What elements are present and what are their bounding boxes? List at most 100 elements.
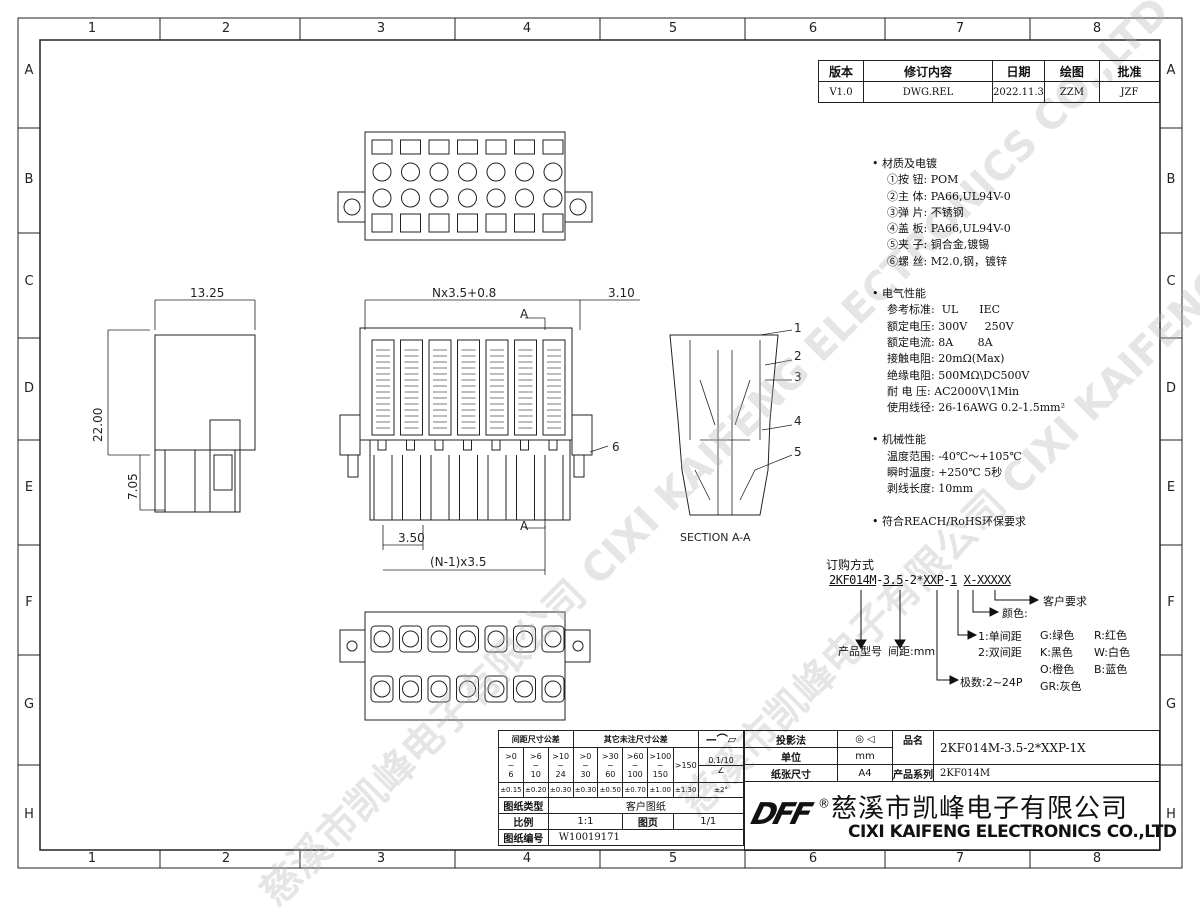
bottom-hole <box>513 675 536 703</box>
code-part: 3.5 <box>882 573 904 587</box>
rev-header: 日期 <box>992 60 1045 82</box>
color-option: R:红色 <box>1094 629 1128 642</box>
front-view-body <box>359 327 573 441</box>
page-label: 图页 <box>622 813 674 830</box>
range: >0 ~ 30 <box>572 747 599 783</box>
material-line: ②主 体: PA66,UL94V-0 <box>887 189 1011 203</box>
bottom-view-body <box>364 611 566 721</box>
button <box>371 339 395 436</box>
row-marker: C <box>1166 274 1175 289</box>
wire-hole <box>458 188 477 208</box>
button <box>400 339 423 436</box>
bottom-hole <box>399 625 422 653</box>
order-title: 订购方式 <box>826 558 875 572</box>
color-option: B:蓝色 <box>1094 663 1128 676</box>
code-part: -2* <box>903 573 924 587</box>
electrical-line: 参考标准: UL IEC <box>887 303 1001 317</box>
range: >30 ~ 60 <box>597 747 624 783</box>
section-label: SECTION A-A <box>680 531 751 544</box>
rev-header: 批准 <box>1098 60 1161 82</box>
tol: ±0.70 <box>622 782 649 798</box>
code-part: XXP <box>923 573 944 587</box>
material-line: ④盖 板: PA66,UL94V-0 <box>887 222 1011 236</box>
top-view-flange <box>564 191 593 223</box>
column-marker: 6 <box>809 851 817 866</box>
bottom-hole <box>427 675 451 703</box>
angle-tol: ±2° <box>698 782 744 798</box>
bottom-hole <box>427 625 451 653</box>
wire-hole <box>401 162 420 182</box>
color-option: K:黑色 <box>1040 646 1073 659</box>
series-label: 产品系列 <box>892 764 934 782</box>
row-marker: B <box>1167 172 1176 187</box>
row-marker: E <box>25 480 33 495</box>
wire-hole <box>429 188 449 208</box>
materials-title: • 材质及电镀 <box>872 157 937 170</box>
dim-3-50: 3.50 <box>398 531 425 545</box>
row-marker: B <box>25 172 34 187</box>
dim-nx35: Nx3.5+0.8 <box>432 286 496 300</box>
wire-hole <box>543 188 563 208</box>
compliance-note: • 符合REACH/RoHS环保要求 <box>872 514 1026 528</box>
tolerance-table: 间距尺寸公差其它未注尺寸公差—⌒▱ >0 ~ 6>6 ~ 10>10 ~ 24 … <box>498 730 745 846</box>
column-marker: 2 <box>222 851 230 866</box>
code-part: - <box>970 573 978 587</box>
column-marker: 2 <box>222 21 230 36</box>
mechanical-line: 瞬时温度: +250℃ 5秒 <box>887 466 1003 480</box>
flatness: 0.1/10 <box>708 755 734 765</box>
top-view-flange <box>337 191 366 223</box>
wire-hole <box>515 188 534 208</box>
company-logo: DFF <box>747 797 814 832</box>
tol: ±0.30 <box>572 782 599 798</box>
wire-hole <box>429 162 449 182</box>
column-marker: 8 <box>1093 21 1101 36</box>
code-part: 2KF014M <box>829 573 877 587</box>
tol: ±1.00 <box>647 782 674 798</box>
product-series: 2KF014M <box>933 764 1160 782</box>
spacing-single: 1:单间距 <box>978 630 1022 643</box>
column-marker: 4 <box>523 21 531 36</box>
range: >150 <box>672 747 699 783</box>
bottom-hole <box>456 675 479 703</box>
code-part: 1 <box>950 573 957 587</box>
tol: ±1.30 <box>672 782 699 798</box>
wire-hole <box>486 162 506 182</box>
column-marker: 8 <box>1093 851 1101 866</box>
number-label: 图纸编号 <box>498 829 549 846</box>
bottom-hole <box>484 675 508 703</box>
range: >10 ~ 24 <box>547 747 574 783</box>
bottom-hole <box>541 625 565 653</box>
rev-date: 2022.11.3 <box>992 81 1045 103</box>
scale: 1:1 <box>547 813 624 830</box>
rev-header: 版本 <box>818 60 864 82</box>
type-label: 图纸类型 <box>498 797 549 814</box>
rev-header: 修订内容 <box>863 60 993 82</box>
unit-label: 单位 <box>744 747 838 765</box>
column-marker: 1 <box>88 851 96 866</box>
code-part: X <box>963 573 971 587</box>
callout-5: 5 <box>794 445 802 459</box>
bottom-hole <box>370 675 394 703</box>
section-view-outline <box>669 334 779 516</box>
rev-content: DWG.REL <box>863 81 993 103</box>
section-mark-top: A <box>520 307 529 321</box>
wire-hole <box>372 162 392 182</box>
section-mark-bottom: A <box>520 519 529 533</box>
pitch-tol-label: 间距尺寸公差 <box>498 730 574 748</box>
tol: ±0.30 <box>547 782 574 798</box>
column-marker: 7 <box>956 851 964 866</box>
poles: 极数:2~24P <box>960 676 1023 689</box>
dim-13-25: 13.25 <box>190 286 224 300</box>
row-marker: F <box>25 595 32 610</box>
code-part: - <box>943 573 951 587</box>
button <box>457 339 480 436</box>
pitch: 间距:mm <box>888 645 936 658</box>
callout-6: 6 <box>612 440 620 454</box>
color-option: GR:灰色 <box>1040 680 1082 693</box>
row-marker: E <box>1167 480 1175 495</box>
row-marker: D <box>1166 381 1176 396</box>
customer-requirement: 客户要求 <box>1043 595 1087 608</box>
button <box>428 339 452 436</box>
unit: mm <box>837 747 893 765</box>
